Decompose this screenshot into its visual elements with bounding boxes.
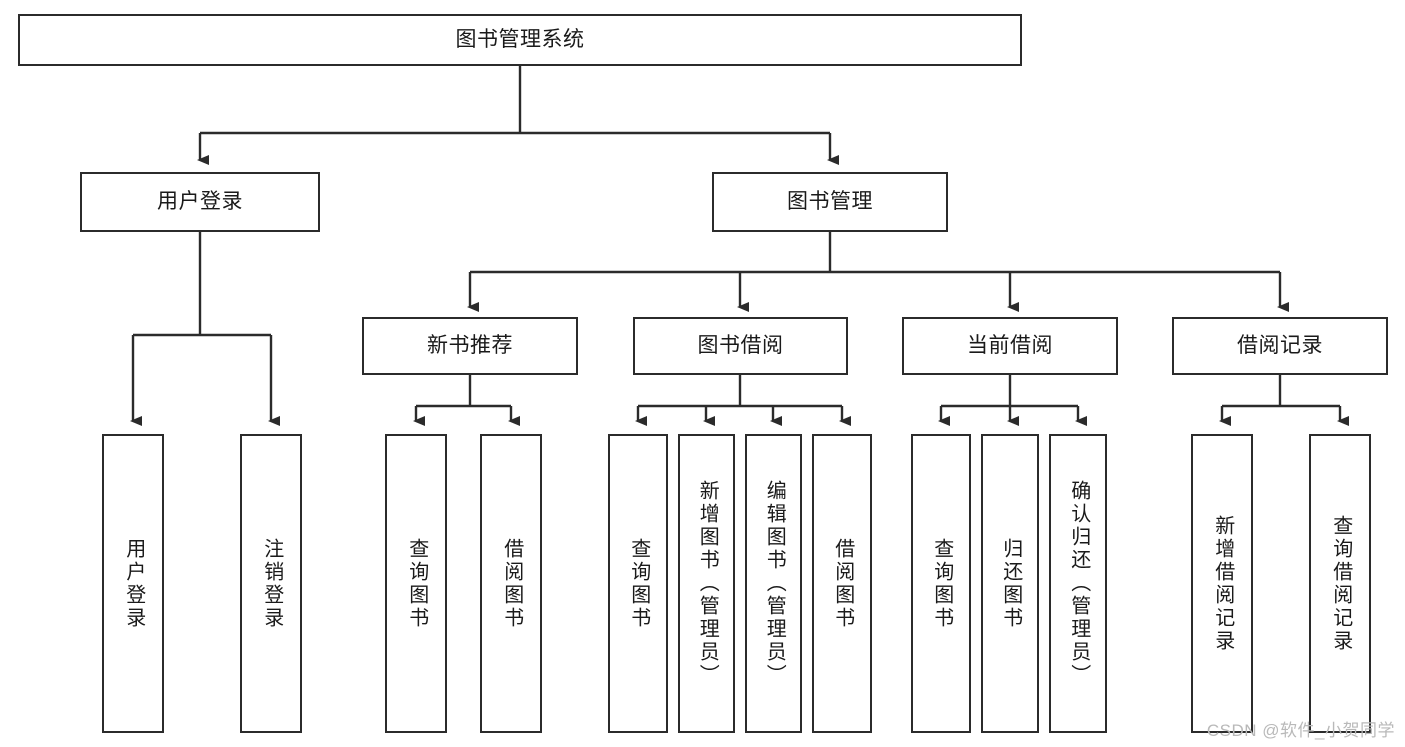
leaf-user-login[interactable]: 用户登录	[102, 434, 164, 733]
node-label: 查询图书	[627, 537, 650, 630]
node-label: 查询图书	[930, 537, 953, 630]
node-label: 借阅图书	[500, 537, 523, 630]
node-new-book-recommend[interactable]: 新书推荐	[362, 317, 578, 375]
leaf-record-add-record[interactable]: 新增借阅记录	[1191, 434, 1253, 733]
node-label: 编辑图书（管理员）	[763, 480, 786, 687]
node-label: 新增图书（管理员）	[696, 480, 719, 687]
node-label: 注销登录	[260, 537, 283, 630]
node-label: 确认归还（管理员）	[1067, 480, 1090, 687]
node-label: 图书管理系统	[455, 27, 585, 51]
leaf-borrow-add-book[interactable]: 新增图书（管理员）	[678, 434, 735, 733]
node-label: 借阅图书	[831, 537, 854, 630]
node-book-borrow[interactable]: 图书借阅	[633, 317, 848, 375]
node-borrow-record[interactable]: 借阅记录	[1172, 317, 1388, 375]
node-label: 当前借阅	[967, 333, 1053, 357]
node-label: 新增借阅记录	[1211, 514, 1234, 653]
leaf-borrow-borrow-book[interactable]: 借阅图书	[812, 434, 872, 733]
leaf-borrow-query-book[interactable]: 查询图书	[608, 434, 668, 733]
node-label: 图书管理	[787, 189, 873, 213]
node-label: 图书借阅	[697, 333, 784, 357]
node-book-management[interactable]: 图书管理	[712, 172, 948, 232]
node-label: 用户登录	[122, 537, 145, 630]
node-label: 用户登录	[157, 189, 243, 213]
node-label: 归还图书	[999, 537, 1022, 630]
leaf-borrow-edit-book[interactable]: 编辑图书（管理员）	[745, 434, 802, 733]
node-label: 查询借阅记录	[1329, 514, 1352, 653]
node-label: 借阅记录	[1237, 333, 1323, 357]
watermark-text: CSDN @软件_小贺同学	[1206, 721, 1395, 740]
leaf-current-return-book[interactable]: 归还图书	[981, 434, 1039, 733]
leaf-recommend-query-book[interactable]: 查询图书	[385, 434, 447, 733]
leaf-current-query-book[interactable]: 查询图书	[911, 434, 971, 733]
node-user-login[interactable]: 用户登录	[80, 172, 320, 232]
node-label: 新书推荐	[427, 333, 513, 357]
leaf-current-confirm-return[interactable]: 确认归还（管理员）	[1049, 434, 1107, 733]
node-label: 查询图书	[405, 537, 428, 630]
leaf-record-query-record[interactable]: 查询借阅记录	[1309, 434, 1371, 733]
leaf-recommend-borrow-book[interactable]: 借阅图书	[480, 434, 542, 733]
leaf-user-logout[interactable]: 注销登录	[240, 434, 302, 733]
node-current-borrow[interactable]: 当前借阅	[902, 317, 1118, 375]
node-root-system[interactable]: 图书管理系统	[18, 14, 1022, 66]
